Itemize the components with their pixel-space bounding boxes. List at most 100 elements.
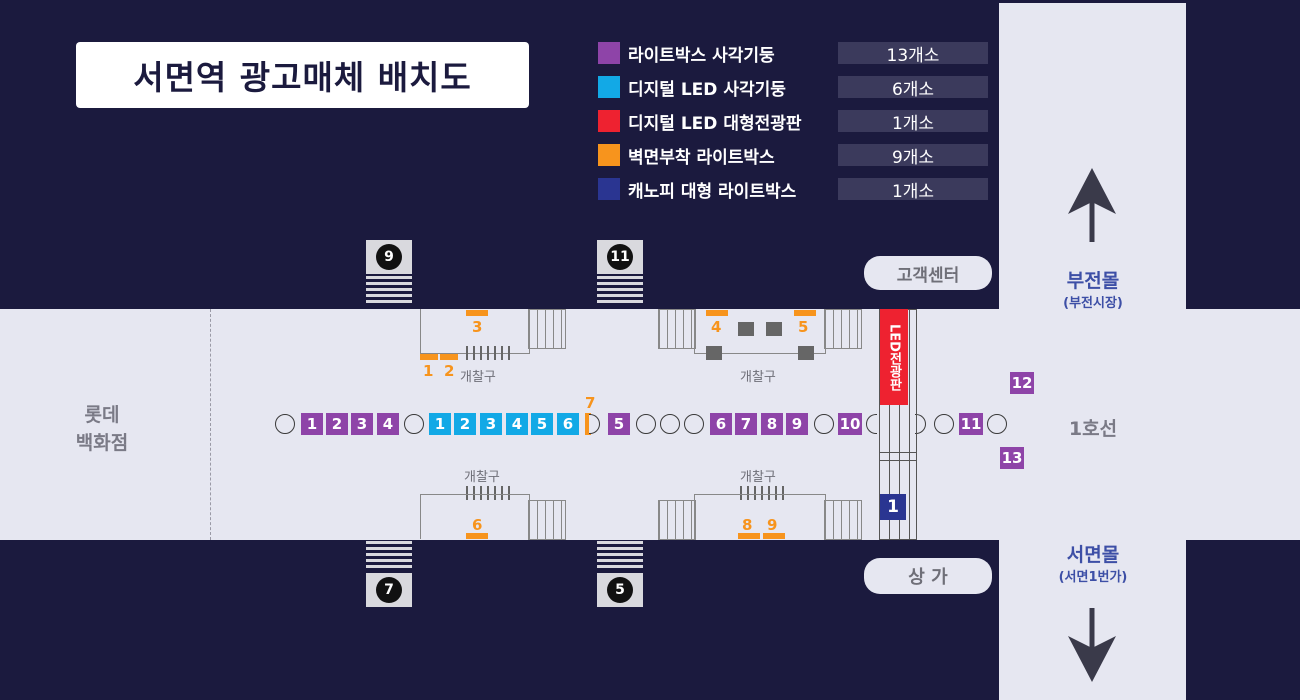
legend-count: 13개소 [838,42,988,66]
legend-item: 라이트박스 사각기둥 [598,42,775,66]
wall-box-6 [466,533,488,539]
wall-box-7 [585,413,591,435]
digital-led-pillar-1: 1 [429,413,451,435]
legend-count: 9개소 [838,144,988,168]
gate-turnstile [740,486,784,500]
gate-label: 개찰구 [464,470,500,485]
digital-led-pillar-6: 6 [557,413,579,435]
wall-box-5-label: 5 [798,318,809,336]
legend-label: 디지털 LED 사각기둥 [628,79,786,100]
led-board-label: LED전광판 [886,323,902,391]
gate-turnstile [706,346,722,360]
exit-7-number: 7 [376,577,402,603]
gate-turnstile [466,486,510,500]
gate-label: 개찰구 [460,370,496,385]
wall-box-8-label: 8 [742,516,753,534]
legend-item: 디지털 LED 대형전광판 [598,110,802,134]
gate-turnstile [466,346,510,360]
lightbox-pillar-11: 11 [959,413,983,435]
legend-item: 캐노피 대형 라이트박스 [598,178,797,202]
plain-pillar [934,414,954,434]
plain-pillar [684,414,704,434]
stairs [658,309,696,349]
title-box: 서면역 광고매체 배치도 [76,42,529,108]
wall-box-2 [440,354,458,360]
lightbox-pillar-12: 12 [1010,372,1034,394]
lightbox-pillar-1: 1 [301,413,323,435]
plain-pillar [275,414,295,434]
wall-box-1 [420,354,438,360]
plain-pillar [814,414,834,434]
digital-led-pillar-5: 5 [531,413,553,435]
legend-count: 1개소 [838,110,988,134]
wall-box-2-label: 2 [444,362,455,380]
plain-pillar [660,414,680,434]
exit-9: 9 [366,240,412,306]
wall-box-3 [466,310,488,316]
digital-led-pillar-3: 3 [480,413,502,435]
gate-label: 개찰구 [740,370,776,385]
digital-led-pillar-2: 2 [454,413,476,435]
wall-box-9 [763,533,785,539]
legend-swatch [598,42,620,64]
exit-11: 11 [597,240,643,306]
stairs [824,500,862,540]
bujeon-mall-label: 부전몰 [1066,270,1120,292]
canopy-lightbox-1: 1 [880,494,906,520]
stairs [658,500,696,540]
lotte-label-2: 백화점 [75,432,129,454]
gate-turnstile [798,346,814,360]
arrow-up-icon [1068,168,1116,242]
exit-7: 7 [366,541,412,607]
plain-pillar [636,414,656,434]
divider [880,460,916,461]
exit-5: 5 [597,541,643,607]
lightbox-pillar-13: 13 [1000,447,1024,469]
ticket-machine [766,322,782,336]
wall-box-3-label: 3 [472,318,483,336]
legend-label: 라이트박스 사각기둥 [628,45,775,66]
line1-label: 1호선 [1068,418,1118,440]
wall-box-5 [794,310,816,316]
legend-swatch [598,76,620,98]
seomyeon-mall-sub: (서면1번가) [1058,570,1128,585]
plain-pillar [404,414,424,434]
legend-count: 6개소 [838,76,988,100]
stairs [528,309,566,349]
stairs [528,500,566,540]
lightbox-pillar-10: 10 [838,413,862,435]
bujeon-mall-sub: (부전시장) [1063,296,1123,311]
legend-label: 캐노피 대형 라이트박스 [628,181,797,202]
wall-box-6-label: 6 [472,516,483,534]
wall-box-4-label: 4 [711,318,722,336]
lightbox-pillar-9: 9 [786,413,808,435]
legend-swatch [598,178,620,200]
exit-11-number: 11 [607,244,633,270]
legend-label: 벽면부착 라이트박스 [628,147,775,168]
exit-9-number: 9 [376,244,402,270]
lightbox-pillar-6: 6 [710,413,732,435]
exit-stairs [366,276,412,306]
legend-label: 디지털 LED 대형전광판 [628,113,802,134]
divider [880,452,916,453]
lotte-label-1: 롯데 [84,404,120,426]
lightbox-pillar-3: 3 [351,413,373,435]
lightbox-pillar-4: 4 [377,413,399,435]
lightbox-pillar-5: 5 [608,413,630,435]
exit-stairs [597,276,643,306]
gate-label: 개찰구 [740,470,776,485]
stairs [824,309,862,349]
wall-box-8 [738,533,760,539]
page-title: 서면역 광고매체 배치도 [133,58,472,97]
legend-count: 1개소 [838,178,988,202]
legend-swatch [598,110,620,132]
wall-box-9-label: 9 [767,516,778,534]
lightbox-pillar-8: 8 [761,413,783,435]
exit-5-number: 5 [607,577,633,603]
wall-box-1-label: 1 [423,362,434,380]
exit-stairs [366,541,412,571]
service-center-label: 고객센터 [864,256,992,290]
legend-item: 디지털 LED 사각기둥 [598,76,786,100]
legend-swatch [598,144,620,166]
ticket-machine [738,322,754,336]
